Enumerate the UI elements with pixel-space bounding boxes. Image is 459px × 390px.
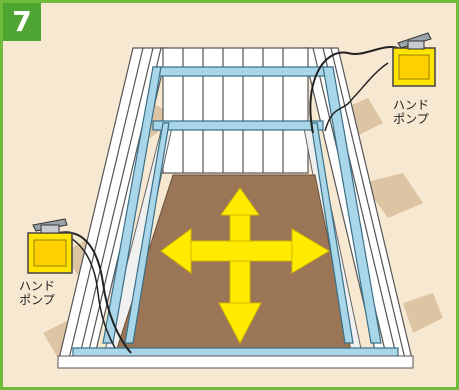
pump-label-line1: ハンド xyxy=(18,279,55,293)
hand-pump-label-left: ハンド ポンプ xyxy=(15,279,59,307)
step-number-badge: 7 xyxy=(3,3,41,41)
hydraulic-struts xyxy=(72,66,399,359)
trench-illustration xyxy=(27,32,443,369)
front-edge xyxy=(57,355,414,369)
pump-label-line2: ポンプ xyxy=(19,293,55,307)
hand-pump-icon xyxy=(309,32,436,134)
hand-pump-label-right: ハンド ポンプ xyxy=(389,98,433,126)
four-way-arrow-icon xyxy=(160,187,330,345)
pump-label-line2: ポンプ xyxy=(393,112,429,126)
pump-label-line1: ハンド xyxy=(392,98,429,112)
hand-pump-icon xyxy=(27,218,132,354)
